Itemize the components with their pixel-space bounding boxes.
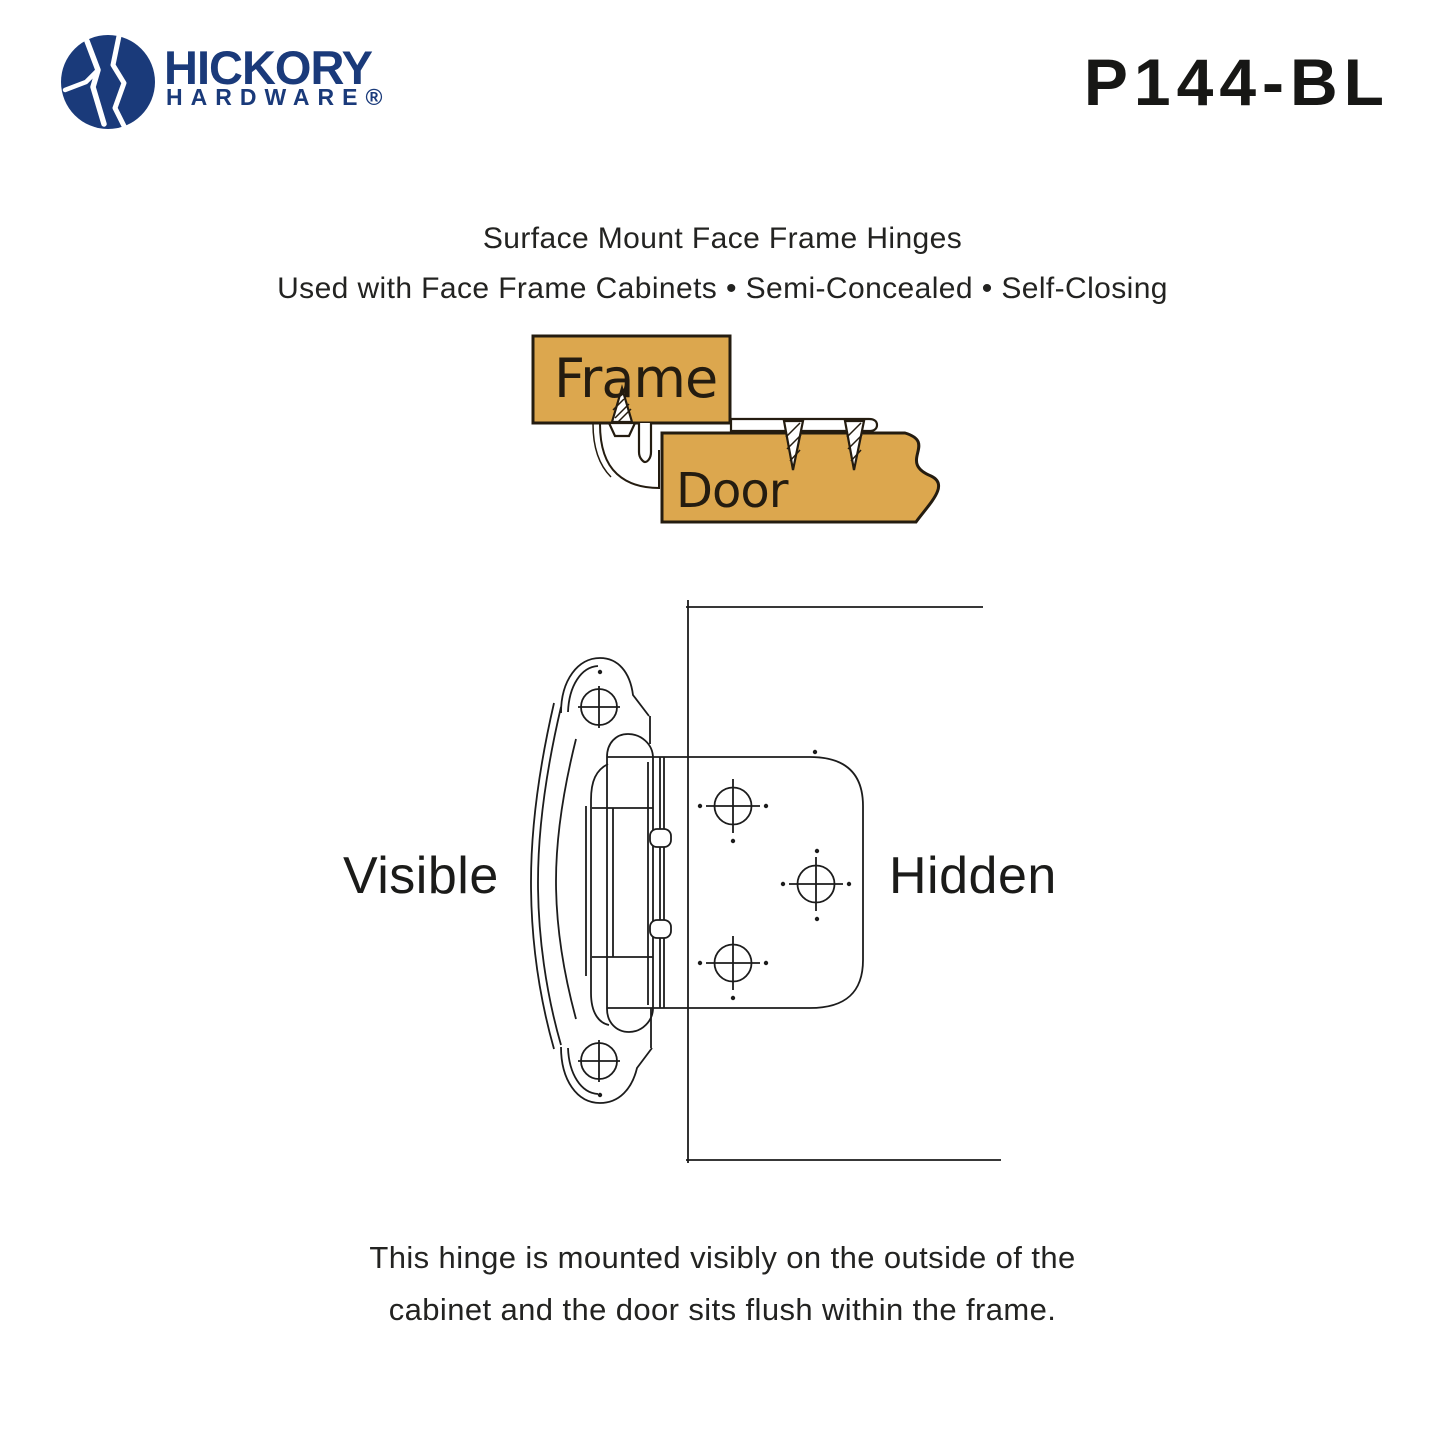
frame-door-cross-section <box>531 334 940 524</box>
frame-wing-screw-top <box>578 686 620 728</box>
brand-name: HICKORY <box>164 41 373 94</box>
door-board <box>660 431 940 524</box>
door-wing-screw-hole-bottom <box>706 936 760 990</box>
hinge-pin-clip-top <box>649 828 672 848</box>
door-screw-icon-1 <box>782 419 805 471</box>
caption-line2: cabinet and the door sits flush within t… <box>388 1292 1057 1327</box>
hinge-wrap-strap <box>592 423 660 490</box>
product-code: P144-BL <box>1083 45 1390 119</box>
drill-marks <box>597 669 852 1098</box>
logo-branch-left <box>62 67 101 93</box>
logo-branch-main <box>84 38 107 127</box>
frame-screw-icon <box>607 384 637 438</box>
hinge-technical-drawing <box>530 600 1001 1163</box>
frame-label: Frame <box>554 347 718 410</box>
caption-line1: This hinge is mounted visibly on the out… <box>369 1240 1076 1275</box>
door-label: Door <box>676 463 788 519</box>
logo-branch-right <box>110 33 127 129</box>
frame-wing-screw-bottom <box>578 1040 620 1082</box>
cabinet-panel-outline <box>686 600 1001 1163</box>
hinge-door-wing <box>597 669 864 1098</box>
hinge-door-leaf <box>729 417 879 433</box>
hickory-logo-icon <box>61 33 155 129</box>
logo-circle <box>61 35 155 129</box>
brand-subname: HARDWARE® <box>166 84 391 110</box>
hinge-pin-clip-bottom <box>649 919 672 939</box>
visible-label: Visible <box>343 847 499 905</box>
hinge-barrel <box>585 733 672 1033</box>
door-wing-screw-hole-top <box>706 779 760 833</box>
subtitle-line2: Used with Face Frame Cabinets • Semi-Con… <box>277 272 1168 305</box>
door-screw-icon-2 <box>843 419 866 471</box>
hidden-label: Hidden <box>889 847 1057 905</box>
subtitle-line1: Surface Mount Face Frame Hinges <box>482 222 963 255</box>
hinge-frame-wing <box>530 657 653 1104</box>
door-wing-screw-hole-middle <box>789 857 843 911</box>
